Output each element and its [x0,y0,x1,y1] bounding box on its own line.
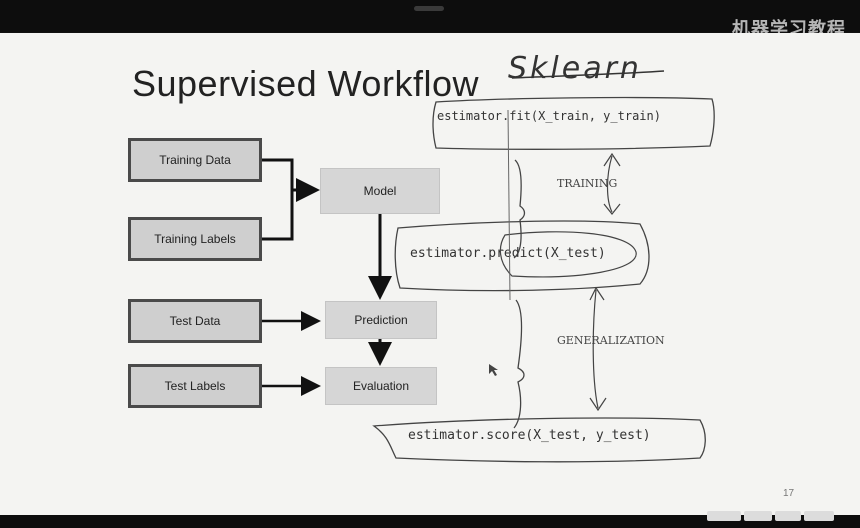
test-labels-box: Test Labels [128,364,262,408]
predict-scribble-outline [394,220,650,292]
training-labels-box: Training Labels [128,217,262,261]
player-control-1[interactable] [707,511,741,521]
model-box: Model [320,168,440,214]
bottom-bar [0,515,860,528]
test-data-box: Test Data [128,299,262,343]
training-data-box: Training Data [128,138,262,182]
mouse-cursor [489,364,498,376]
training-brace [513,159,526,259]
guide-line-1 [507,109,511,301]
predict-circle [499,231,637,278]
training-double-arrow [603,152,621,215]
drag-handle[interactable] [414,6,444,11]
handwritten-underline [511,70,665,79]
connector-training-data [262,158,294,188]
score-scribble-box [372,417,706,463]
score-code: estimator.score(X_test, y_test) [408,428,651,443]
slide: Supervised Workflow Sklearn Training Dat… [0,33,860,515]
fit-scribble-box [432,96,715,150]
player-control-3[interactable] [775,511,801,521]
predict-code: estimator.predict(X_test) [410,246,606,261]
training-label: TRAINING [557,177,618,190]
player-control-4[interactable] [804,511,834,521]
slide-title: Supervised Workflow [132,63,479,104]
player-control-2[interactable] [744,511,772,521]
evaluation-box: Evaluation [325,367,437,405]
generalization-double-arrow [589,286,607,412]
fit-code: estimator.fit(X_train, y_train) [437,109,661,123]
connector-training-labels [262,188,294,241]
prediction-box: Prediction [325,301,437,339]
generalization-brace [513,299,525,429]
page-number: 17 [783,488,795,499]
handwritten-sklearn: Sklearn [508,51,642,86]
generalization-label: GENERALIZATION [557,334,665,347]
